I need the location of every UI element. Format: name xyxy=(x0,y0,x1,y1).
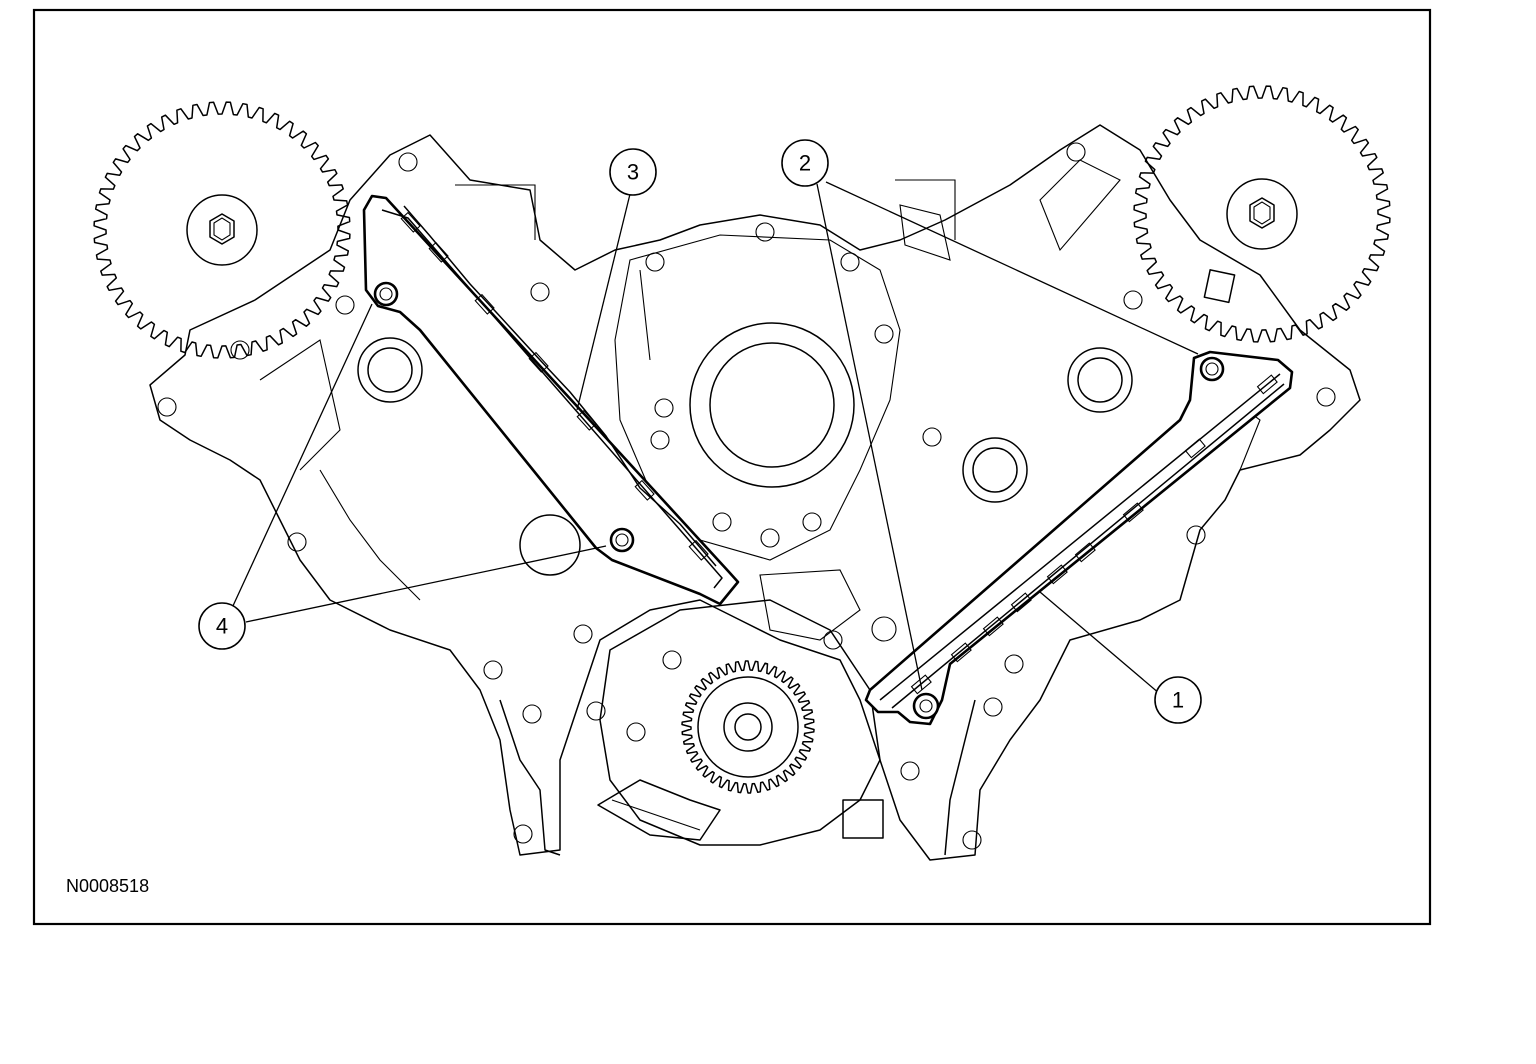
right-timing-chain-guide xyxy=(864,350,1294,726)
callout-2: 2 xyxy=(781,139,829,187)
block-bolt-holes xyxy=(157,142,1336,850)
leader-lines xyxy=(231,181,1199,695)
callout-1: 1 xyxy=(1154,676,1202,724)
left-guide-teeth xyxy=(400,211,709,561)
right-camshaft-sprocket xyxy=(1133,85,1391,343)
callout-2-number: 2 xyxy=(799,151,811,176)
callout-3: 3 xyxy=(609,148,657,196)
left-timing-chain-guide xyxy=(362,194,740,606)
callout-4: 4 xyxy=(198,602,246,650)
left-camshaft-sprocket xyxy=(93,101,351,359)
callout-4-number: 4 xyxy=(216,614,228,639)
right-guide-teeth xyxy=(910,374,1278,695)
diagram-border xyxy=(32,8,1432,926)
callout-3-number: 3 xyxy=(627,160,639,185)
callout-1-number: 1 xyxy=(1172,688,1184,713)
figure-code: N0008518 xyxy=(66,876,149,896)
crankshaft-sprocket xyxy=(597,599,884,846)
